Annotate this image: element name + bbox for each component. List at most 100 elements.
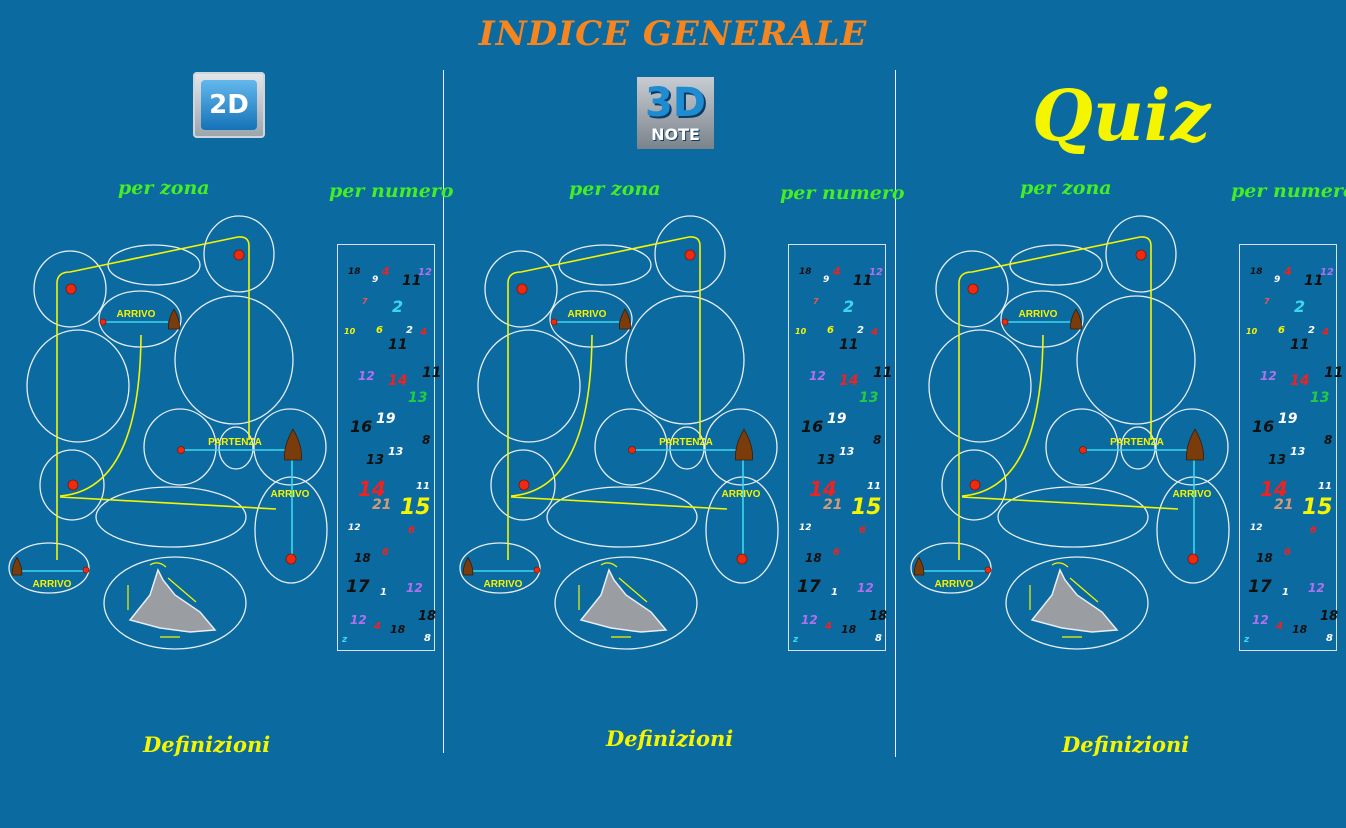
number-link[interactable]: 11 [1324, 365, 1344, 381]
zone-circle[interactable] [705, 476, 779, 584]
zone-ellipse[interactable] [1009, 244, 1103, 286]
number-link[interactable]: 4 [825, 621, 832, 632]
number-link[interactable]: 18 [1320, 609, 1339, 624]
zone-ellipse-arrivo[interactable] [8, 542, 90, 594]
zone-circle-partenza[interactable] [1155, 408, 1229, 486]
zone-circle[interactable] [1076, 295, 1196, 425]
zone-circle[interactable] [1156, 476, 1230, 584]
zone-circle-partenza[interactable] [704, 408, 778, 486]
number-link[interactable]: 4 [382, 265, 390, 278]
number-link[interactable]: 8 [422, 433, 431, 447]
number-link[interactable]: 21 [372, 497, 392, 513]
number-link[interactable]: 2 [857, 325, 864, 336]
location-dot[interactable] [65, 283, 77, 295]
number-link[interactable]: 12 [799, 523, 812, 533]
number-link[interactable]: 12 [1308, 581, 1325, 595]
number-link[interactable]: 7 [813, 297, 819, 306]
number-link[interactable]: 19 [1278, 411, 1298, 427]
zone-ellipse[interactable] [107, 244, 201, 286]
zone-circle[interactable] [26, 329, 130, 443]
number-link[interactable]: 11 [839, 337, 859, 353]
zone-circle[interactable] [1105, 215, 1177, 293]
number-link[interactable]: 12 [350, 613, 367, 627]
zone-ellipse[interactable] [997, 486, 1149, 548]
number-link[interactable]: 15 [400, 495, 431, 520]
number-link[interactable]: 2 [392, 297, 404, 316]
number-link[interactable]: 10 [344, 327, 356, 336]
number-link[interactable]: 4 [833, 265, 841, 278]
number-link[interactable]: 21 [823, 497, 843, 513]
number-link[interactable]: 4 [1322, 327, 1329, 338]
per-zona-link[interactable]: per zona [1020, 177, 1112, 199]
number-link[interactable]: 18 [354, 551, 371, 565]
per-numero-link[interactable]: per numero [329, 180, 454, 202]
number-link[interactable]: 6 [408, 525, 415, 536]
number-link[interactable]: 12 [809, 369, 826, 383]
number-link[interactable]: 2 [1308, 325, 1315, 336]
number-link[interactable]: 1 [831, 587, 838, 598]
number-link[interactable]: 13 [817, 453, 836, 468]
location-dot[interactable] [67, 479, 79, 491]
number-link[interactable]: 6 [1310, 525, 1317, 536]
number-link[interactable]: 18 [418, 609, 437, 624]
number-link[interactable]: 6 [376, 325, 383, 336]
location-dot[interactable] [969, 479, 981, 491]
number-link[interactable]: 19 [827, 411, 847, 427]
number-link[interactable]: 14 [809, 477, 837, 501]
location-dot[interactable] [82, 566, 90, 574]
number-link[interactable]: 9 [372, 275, 379, 285]
number-link[interactable]: 18 [805, 551, 822, 565]
location-dot[interactable] [516, 283, 528, 295]
per-numero-link[interactable]: per numero [780, 182, 905, 204]
number-link[interactable]: 4 [1276, 621, 1283, 632]
number-link[interactable]: 12 [1250, 523, 1263, 533]
number-link[interactable]: 6 [382, 547, 389, 558]
zone-circle[interactable] [174, 295, 294, 425]
location-dot[interactable] [99, 318, 107, 326]
location-dot[interactable] [736, 553, 748, 565]
number-link[interactable]: 15 [1302, 495, 1333, 520]
location-dot[interactable] [1079, 446, 1087, 454]
number-link[interactable]: 11 [416, 481, 430, 492]
number-link[interactable]: 16 [1252, 417, 1275, 436]
quiz-title[interactable]: Quiz [1032, 74, 1211, 157]
zone-circle[interactable] [1120, 426, 1156, 470]
number-link[interactable]: 16 [350, 417, 373, 436]
number-link[interactable]: 13 [839, 445, 855, 458]
zone-circle-partenza[interactable] [253, 408, 327, 486]
definizioni-link[interactable]: Definizioni [1062, 732, 1190, 757]
number-link[interactable]: 11 [867, 481, 881, 492]
number-link[interactable]: 1 [1282, 587, 1289, 598]
number-link[interactable]: 7 [1264, 297, 1270, 306]
zone-circle[interactable] [477, 329, 581, 443]
zone-circle[interactable] [669, 426, 705, 470]
zone-ellipse-mountain[interactable] [554, 556, 698, 650]
number-link[interactable]: 12 [869, 267, 883, 278]
number-link[interactable]: 11 [1290, 337, 1310, 353]
zone-ellipse[interactable] [546, 486, 698, 548]
number-link[interactable]: 12 [1320, 267, 1334, 278]
zone-circle[interactable] [33, 250, 107, 328]
number-link[interactable]: 18 [841, 623, 857, 636]
number-link[interactable]: 4 [871, 327, 878, 338]
number-link[interactable]: 6 [1284, 547, 1291, 558]
number-link[interactable]: 18 [1292, 623, 1308, 636]
number-link[interactable]: 14 [839, 373, 859, 389]
zone-ellipse[interactable] [558, 244, 652, 286]
number-link[interactable]: 6 [1278, 325, 1285, 336]
number-link[interactable]: 18 [1250, 267, 1263, 277]
zone-ellipse-mountain[interactable] [103, 556, 247, 650]
number-link[interactable]: 2 [406, 325, 413, 336]
location-dot[interactable] [1135, 249, 1147, 261]
number-link[interactable]: 12 [801, 613, 818, 627]
location-dot[interactable] [1001, 318, 1009, 326]
zone-circle[interactable] [1045, 408, 1119, 486]
number-link[interactable]: 11 [1318, 481, 1332, 492]
number-link[interactable]: 9 [1274, 275, 1281, 285]
number-link[interactable]: 12 [857, 581, 874, 595]
per-numero-link[interactable]: per numero [1231, 180, 1346, 202]
